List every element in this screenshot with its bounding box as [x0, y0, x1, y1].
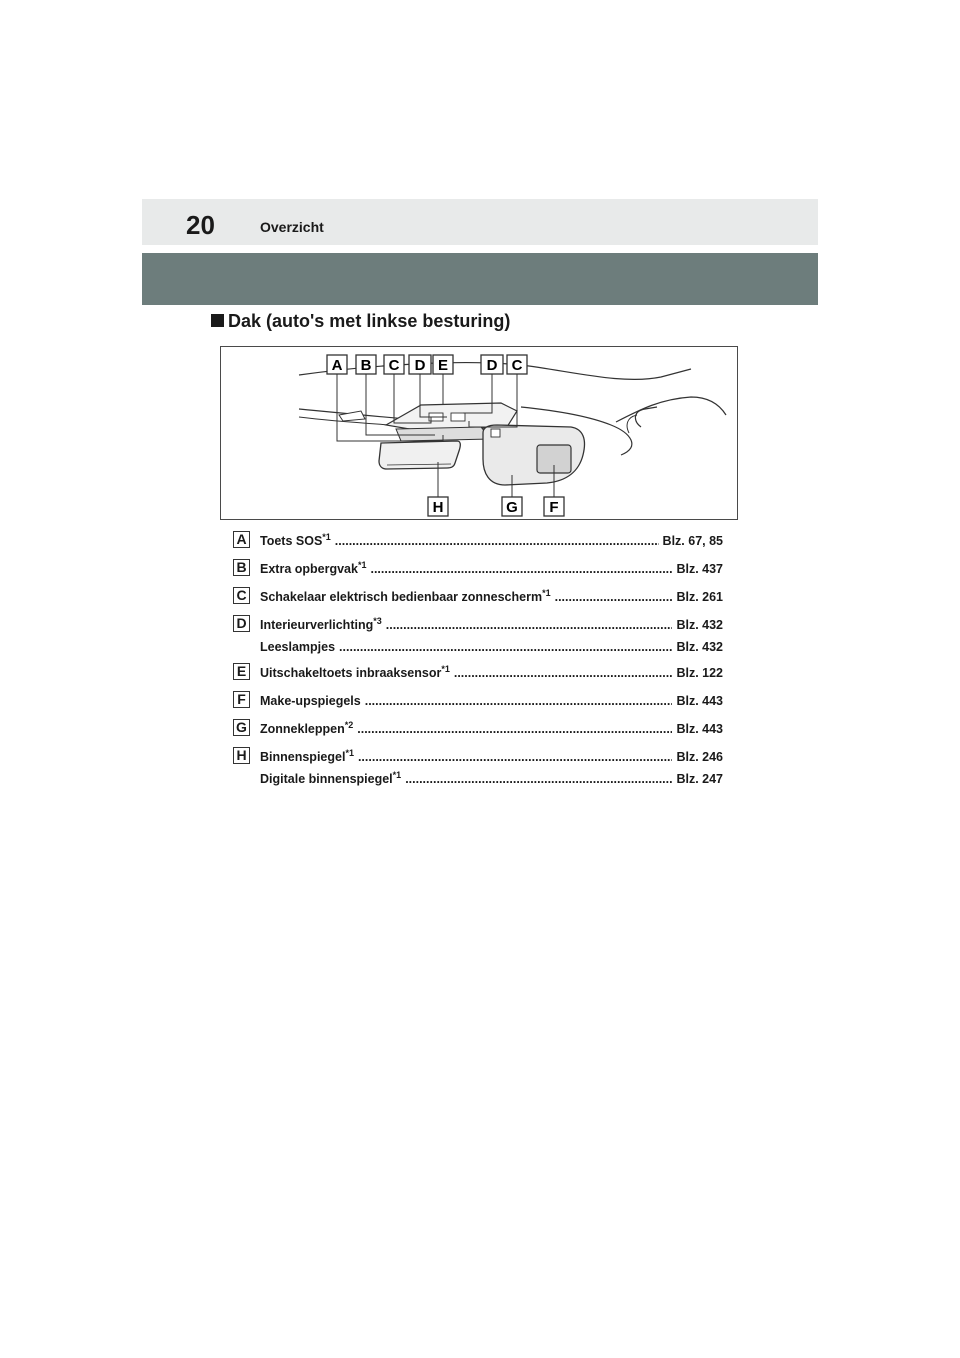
- item-letter: G: [233, 719, 250, 736]
- item-footnote: *1: [542, 587, 551, 598]
- item-group: A Toets SOS*1 Blz. 67, 85: [233, 530, 723, 558]
- item-row: Toets SOS*1 Blz. 67, 85: [260, 530, 723, 552]
- item-label: Make-upspiegels: [260, 694, 361, 708]
- callout-h: H: [433, 499, 444, 516]
- header-bar: [142, 199, 818, 245]
- item-footnote: *1: [322, 531, 331, 542]
- item-row: Digitale binnenspiegel*1 Blz. 247: [260, 768, 723, 790]
- item-footnote: *1: [441, 663, 450, 674]
- item-group: G Zonnekleppen*2 Blz. 443: [233, 718, 723, 746]
- item-letter: D: [233, 615, 250, 632]
- item-group: C Schakelaar elektrisch bedienbaar zonne…: [233, 586, 723, 614]
- item-page-ref: Blz. 247: [676, 772, 723, 786]
- callout-e: E: [438, 357, 448, 374]
- item-footnote: *1: [357, 559, 367, 570]
- item-letter: H: [233, 747, 250, 764]
- callout-c-right: C: [512, 357, 523, 374]
- item-page-ref: Blz. 443: [676, 694, 723, 708]
- item-row: Zonnekleppen*2 Blz. 443: [260, 718, 723, 740]
- item-page-ref: Blz. 67, 85: [662, 534, 723, 548]
- item-group: F Make-upspiegels Blz. 443: [233, 690, 723, 718]
- item-label: Zonnekleppen: [260, 722, 345, 736]
- item-letter: B: [233, 559, 250, 576]
- item-footnote: *3: [373, 615, 382, 626]
- item-page-ref: Blz. 246: [676, 750, 723, 764]
- item-page-ref: Blz. 437: [676, 562, 723, 576]
- chapter-band: [142, 253, 818, 305]
- item-page-ref: Blz. 261: [676, 590, 723, 604]
- callout-f: F: [549, 499, 558, 516]
- item-page-ref: Blz. 432: [676, 618, 723, 632]
- item-label: Toets SOS: [260, 534, 323, 548]
- item-letter: A: [233, 531, 250, 548]
- item-page-ref: Blz. 443: [676, 722, 723, 736]
- item-group: H Binnenspiegel*1Blz. 246 Digitale binne…: [233, 746, 723, 794]
- item-label: Leeslampjes: [260, 640, 336, 654]
- callout-c: C: [389, 357, 400, 374]
- page-number: 20: [186, 210, 215, 240]
- callout-g: G: [506, 499, 518, 516]
- roof-illustration: A B C D E D C H G F: [220, 346, 738, 520]
- callout-d: D: [415, 357, 426, 374]
- callout-a: A: [332, 357, 343, 374]
- item-row: Extra opbergvak*1 Blz. 437: [260, 558, 723, 580]
- item-label: Digitale binnenspiegel: [260, 772, 393, 786]
- callout-d-right: D: [487, 357, 498, 374]
- item-row: Make-upspiegels Blz. 443: [260, 690, 723, 712]
- item-group: B Extra opbergvak*1 Blz. 437: [233, 558, 723, 586]
- item-row: Uitschakeltoets inbraaksensor*1 Blz. 122: [260, 662, 723, 684]
- item-group: E Uitschakeltoets inbraaksensor*1 Blz. 12…: [233, 662, 723, 690]
- section-name: Overzicht: [260, 219, 324, 235]
- item-label: Uitschakeltoets inbraaksensor: [260, 666, 442, 680]
- item-label: Interieurverlichting: [260, 618, 374, 632]
- item-page-ref: Blz. 432: [676, 640, 723, 654]
- item-letter: E: [233, 663, 250, 680]
- item-row: Leeslampjes Blz. 432: [260, 636, 723, 658]
- item-row: Binnenspiegel*1 Blz. 246: [260, 746, 723, 768]
- section-heading-text: Dak (auto's met linkse besturing): [228, 311, 511, 331]
- callout-b: B: [361, 357, 372, 374]
- item-footnote: *2: [344, 719, 354, 730]
- item-letter: F: [233, 691, 250, 708]
- item-label: Schakelaar elektrisch bedienbaar zonnesc…: [260, 590, 543, 604]
- item-group: D Interieurverlichting*3Blz. 432 Leeslam…: [233, 614, 723, 662]
- item-footnote: *1: [345, 747, 354, 758]
- item-label: Extra opbergvak: [260, 562, 358, 576]
- item-row: Interieurverlichting*3 Blz. 432: [260, 614, 723, 636]
- item-row: Schakelaar elektrisch bedienbaar zonnesc…: [260, 586, 723, 608]
- item-footnote: *1: [392, 769, 402, 780]
- roof-illustration-svg: A B C D E D C H G F: [298, 354, 727, 517]
- item-letter: C: [233, 587, 250, 604]
- item-page-ref: Blz. 122: [676, 666, 723, 680]
- square-bullet-icon: [211, 314, 224, 327]
- section-heading: Dak (auto's met linkse besturing): [211, 309, 510, 333]
- item-list: A Toets SOS*1Blz. 67, 85 B Extra opbergv…: [233, 530, 723, 794]
- item-label: Binnenspiegel: [260, 750, 346, 764]
